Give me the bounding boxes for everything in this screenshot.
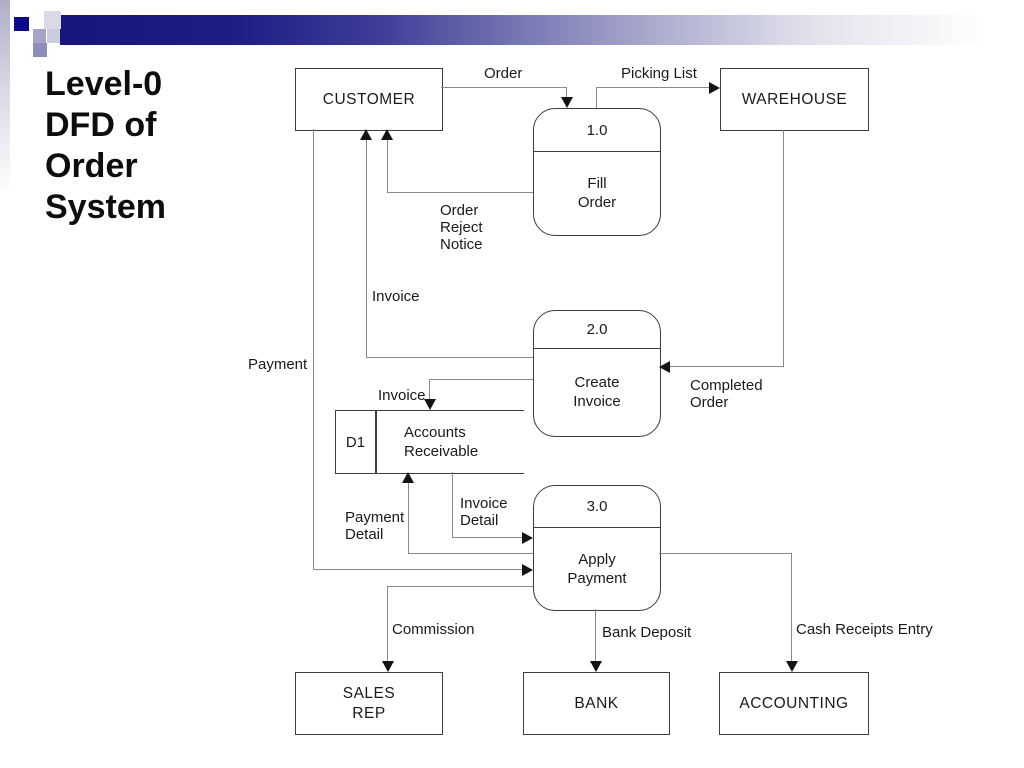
entity-bank-label: BANK xyxy=(574,694,619,712)
flow-commission-label: Commission xyxy=(392,621,475,638)
process-number: 1.0 xyxy=(534,109,660,152)
entity-sales-rep: SALES REP xyxy=(295,672,443,735)
flow-commission-line xyxy=(387,586,388,662)
datastore-accounts-receivable: D1 Accounts Receivable xyxy=(335,410,524,474)
entity-sales-rep-label: SALES REP xyxy=(342,684,396,722)
flow-invoice-detail-arrowhead xyxy=(522,532,533,544)
header-gradient-bar xyxy=(60,15,1024,45)
process-name: Fill Order xyxy=(577,175,617,211)
datastore-divider xyxy=(375,411,377,473)
entity-customer-label: CUSTOMER xyxy=(322,90,416,108)
datastore-name: Accounts Receivable xyxy=(404,424,479,460)
flow-cash-receipts-arrowhead xyxy=(786,661,798,672)
flow-invoice-customer-line xyxy=(366,357,533,358)
flow-invoice-datastore-line xyxy=(429,379,533,380)
flow-invoice-detail-label: Invoice Detail xyxy=(460,495,508,529)
flow-order-line xyxy=(441,87,567,88)
flow-bank-deposit-line xyxy=(595,609,596,662)
deco-square xyxy=(33,43,47,57)
flow-payment-detail-label: Payment Detail xyxy=(345,509,405,543)
flow-payment-detail-line xyxy=(408,481,409,554)
flow-payment-label: Payment xyxy=(248,356,308,373)
flow-order-arrowhead xyxy=(561,97,573,108)
flow-payment-line xyxy=(313,129,314,570)
flow-completed-order-arrowhead xyxy=(659,361,670,373)
flow-payment-detail-arrowhead xyxy=(402,472,414,483)
flow-completed-order-line xyxy=(668,366,783,367)
process-fill-order: 1.0 Fill Order xyxy=(533,108,661,236)
flow-invoice-customer-line xyxy=(366,138,367,358)
flow-picking-list-arrowhead xyxy=(709,82,720,94)
flow-completed-order-line xyxy=(783,130,784,367)
entity-accounting-label: ACCOUNTING xyxy=(739,694,849,712)
deco-square xyxy=(44,11,61,29)
process-apply-payment: 3.0 Apply Payment xyxy=(533,485,661,611)
entity-accounting: ACCOUNTING xyxy=(719,672,869,735)
flow-payment-line xyxy=(313,569,524,570)
flow-cash-receipts-label: Cash Receipts Entry xyxy=(796,621,933,638)
flow-order-reject-label: Order Reject Notice xyxy=(440,202,483,253)
flow-invoice-datastore-arrowhead xyxy=(424,399,436,410)
flow-cash-receipts-line xyxy=(659,553,792,554)
process-create-invoice: 2.0 Create Invoice xyxy=(533,310,661,437)
entity-customer: CUSTOMER xyxy=(295,68,443,131)
flow-order-line xyxy=(566,87,567,98)
left-gradient-strip xyxy=(0,0,10,195)
flow-picking-list-label: Picking List xyxy=(621,65,697,82)
flow-order-reject-line xyxy=(387,192,533,193)
flow-commission-arrowhead xyxy=(382,661,394,672)
flow-bank-deposit-label: Bank Deposit xyxy=(602,624,692,641)
process-name: Create Invoice xyxy=(573,374,621,410)
process-number: 2.0 xyxy=(534,311,660,349)
deco-square xyxy=(14,17,29,31)
flow-payment-arrowhead xyxy=(522,564,533,576)
flow-invoice-detail-line xyxy=(452,537,523,538)
deco-square xyxy=(47,29,60,43)
entity-warehouse-label: WAREHOUSE xyxy=(741,90,848,108)
flow-order-reject-line xyxy=(387,138,388,193)
flow-order-label: Order xyxy=(484,65,523,82)
datastore-id: D1 xyxy=(345,433,366,451)
flow-invoice-detail-line xyxy=(452,472,453,538)
flow-completed-order-label: Completed Order xyxy=(690,377,763,411)
flow-bank-deposit-arrowhead xyxy=(590,661,602,672)
flow-commission-line xyxy=(387,586,533,587)
flow-picking-list-line xyxy=(596,87,597,108)
flow-invoice-customer-label: Invoice xyxy=(372,288,420,305)
flow-invoice-datastore-line xyxy=(429,379,430,400)
process-number: 3.0 xyxy=(534,486,660,528)
flow-payment-detail-line xyxy=(408,553,533,554)
flow-picking-list-line xyxy=(596,87,709,88)
entity-warehouse: WAREHOUSE xyxy=(720,68,869,131)
entity-bank: BANK xyxy=(523,672,670,735)
flow-cash-receipts-line xyxy=(791,553,792,662)
flow-invoice-customer-arrowhead xyxy=(360,129,372,140)
page-title: Level-0 DFD of Order System xyxy=(45,65,166,226)
process-name: Apply Payment xyxy=(567,550,627,587)
deco-square xyxy=(33,29,46,43)
flow-invoice-datastore-label: Invoice xyxy=(378,387,426,404)
flow-order-reject-arrowhead xyxy=(381,129,393,140)
